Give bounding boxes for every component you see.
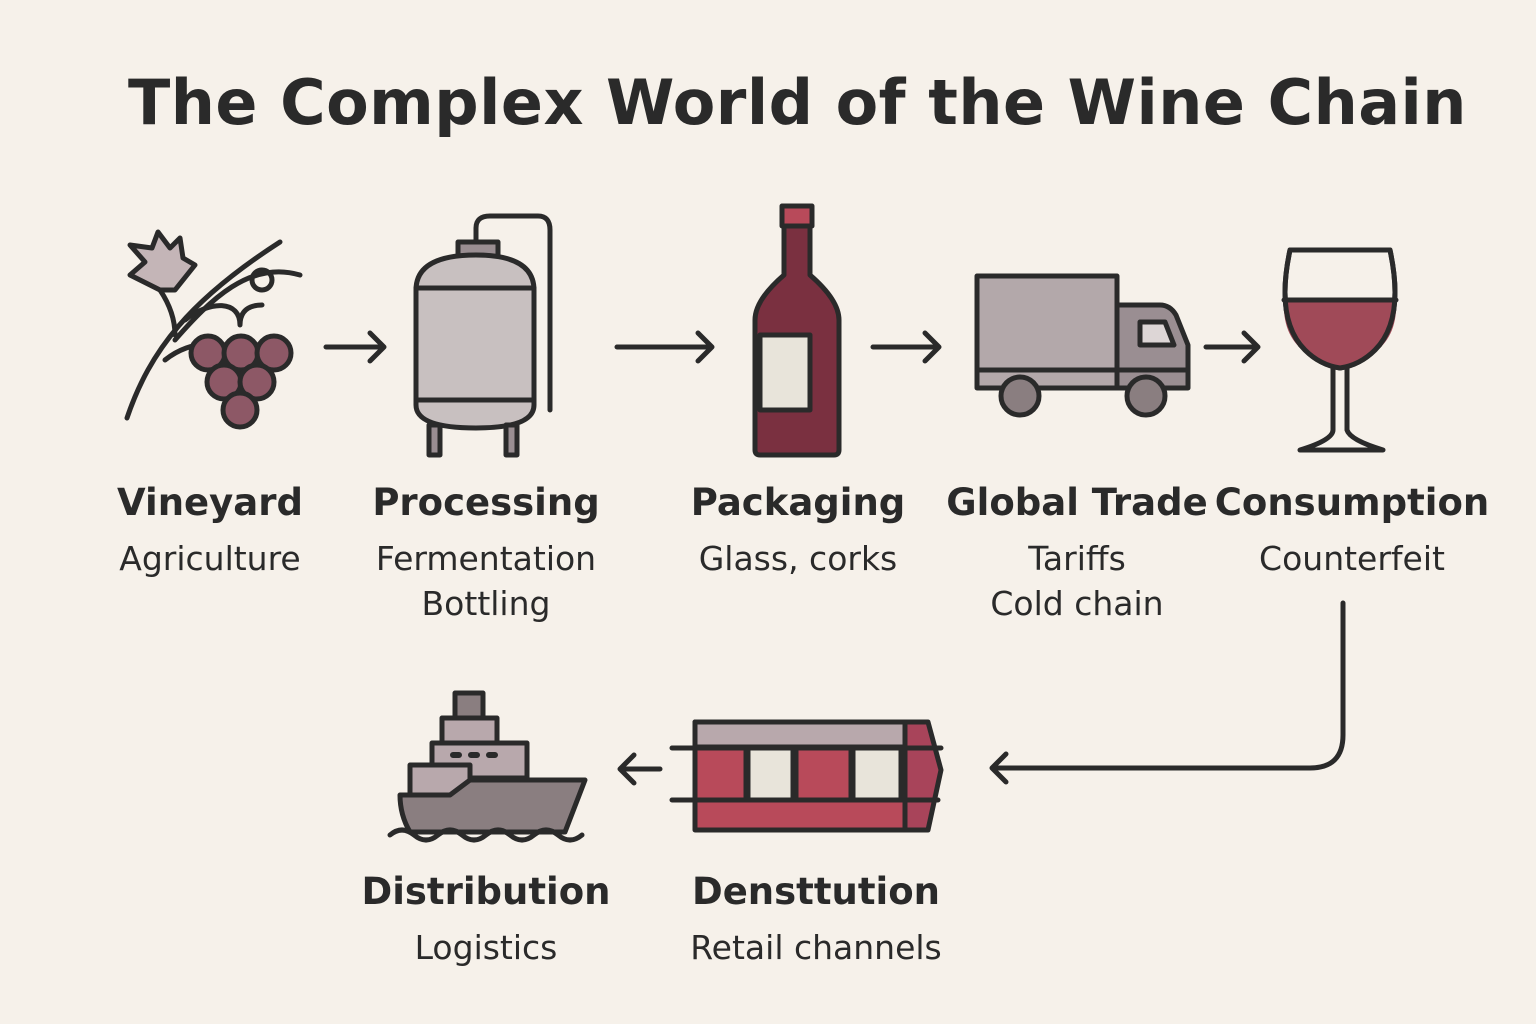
stage-title: Global Trade xyxy=(946,481,1208,524)
stage-detail: Counterfeit xyxy=(1259,539,1445,578)
truck-icon xyxy=(974,273,1191,418)
stage-densttution: Densttution Retail channels xyxy=(656,869,976,970)
arrow-icon xyxy=(323,330,1346,786)
stage-distribution: Distribution Logistics xyxy=(326,869,646,970)
stage-title: Packaging xyxy=(690,481,906,524)
stage-global-trade: Global Trade Tariffs Cold chain xyxy=(917,480,1237,626)
stage-vineyard: Vineyard Agriculture xyxy=(50,480,370,581)
stage-processing: Processing Fermentation Bottling xyxy=(326,480,646,626)
stage-title: Consumption xyxy=(1214,481,1490,524)
stage-title: Vineyard xyxy=(117,481,303,524)
cargo-ship-icon xyxy=(387,690,588,843)
stage-detail: Tariffs xyxy=(1028,539,1126,578)
stage-consumption: Consumption Counterfeit xyxy=(1192,480,1512,581)
shipping-container-icon xyxy=(669,719,944,833)
stage-detail: Fermentation xyxy=(375,539,597,578)
wine-glass-icon xyxy=(1281,247,1399,453)
page-title: The Complex World of the Wine Chain xyxy=(128,66,1467,139)
stage-title: Processing xyxy=(372,481,600,524)
grapevine-icon xyxy=(124,229,303,430)
stage-title: Densttution xyxy=(691,870,940,913)
fermentation-tank-icon xyxy=(413,213,553,458)
stage-detail: Retail channels xyxy=(690,928,942,967)
stage-title: Distribution xyxy=(361,870,611,913)
stage-detail: Cold chain xyxy=(990,584,1164,623)
stage-detail: Glass, corks xyxy=(698,539,898,578)
stage-packaging: Packaging Glass, corks xyxy=(638,480,958,581)
stage-detail: Bottling xyxy=(421,584,551,623)
wine-bottle-icon xyxy=(752,203,842,458)
stage-detail: Logistics xyxy=(414,928,558,967)
stage-detail: Agriculture xyxy=(119,539,301,578)
